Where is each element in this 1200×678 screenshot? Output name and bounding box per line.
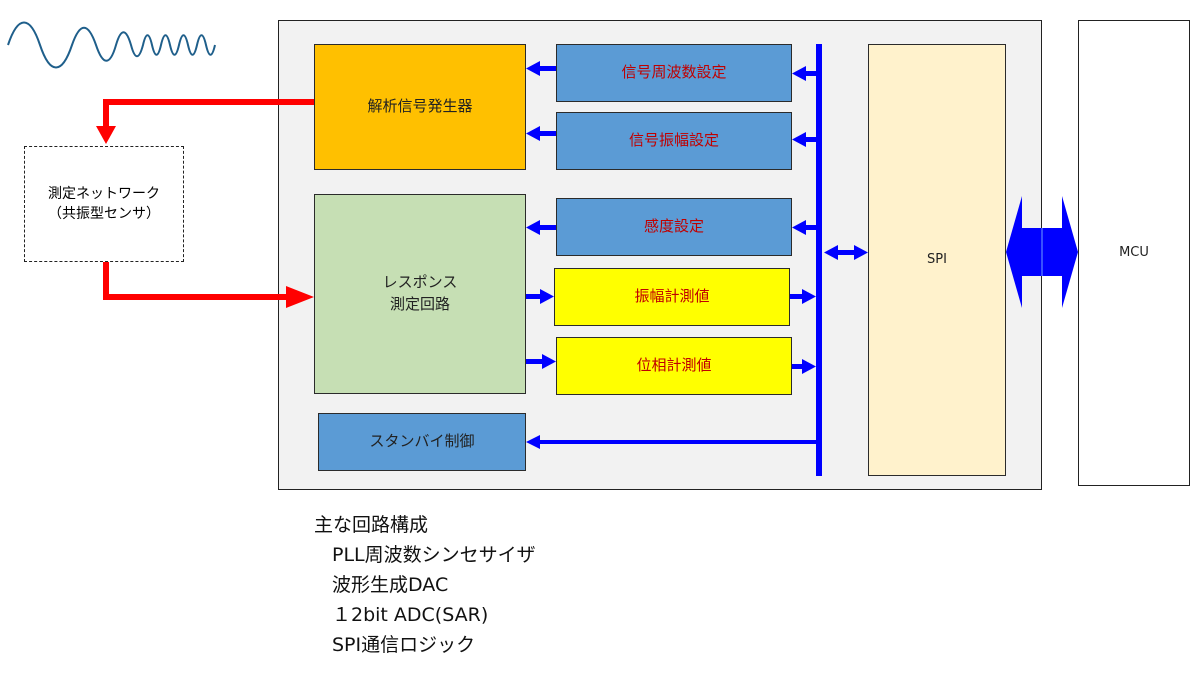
response-to-amp-measure-arrow <box>526 289 554 304</box>
sensitivity-setting-register: 感度設定 <box>556 198 792 256</box>
bus-to-amp-arrow <box>792 132 818 147</box>
sensor-label-line2: （共振型センサ） <box>48 206 160 222</box>
bus-to-sensitivity-arrow <box>792 220 818 235</box>
amp-to-generator-arrow <box>526 126 556 141</box>
freq-setting-register: 信号周波数設定 <box>556 44 792 102</box>
notes-item: 波形生成DAC <box>332 574 449 596</box>
response-circuit-label-line1: レスポンス <box>382 273 458 292</box>
mcu-block: MCU <box>1078 20 1190 486</box>
circuit-notes: 主な回路構成 PLL周波数シンセサイザ 波形生成DAC １2bit ADC(SA… <box>314 510 536 660</box>
sensor-output-arrowhead <box>286 286 314 308</box>
generator-output-arrow <box>103 99 314 128</box>
bus-to-standby-arrow <box>526 435 818 449</box>
mcu-label: MCU <box>1119 244 1149 260</box>
spi-block: SPI <box>868 44 1006 476</box>
phase-measure-label: 位相計測値 <box>636 356 712 375</box>
spi-label: SPI <box>927 251 947 267</box>
freq-setting-label: 信号周波数設定 <box>621 63 727 82</box>
notes-heading: 主な回路構成 <box>314 514 429 536</box>
amp-setting-label: 信号振幅設定 <box>628 131 719 150</box>
notes-item: １2bit ADC(SAR) <box>332 604 489 626</box>
notes-item: SPI通信ロジック <box>332 634 476 656</box>
standby-control-block: スタンバイ制御 <box>318 413 526 471</box>
signal-generator-label: 解析信号発生器 <box>367 97 473 116</box>
signal-generator-block: 解析信号発生器 <box>314 44 526 170</box>
bus-spi-bidirectional-arrow <box>824 245 868 260</box>
standby-control-label: スタンバイ制御 <box>369 432 475 451</box>
sensor-network-block: 測定ネットワーク （共振型センサ） <box>24 146 184 262</box>
phase-measure-register: 位相計測値 <box>556 337 792 395</box>
amp-measure-to-bus-arrow <box>790 289 816 304</box>
amp-measure-register: 振幅計測値 <box>554 268 790 326</box>
response-circuit-label-line2: 測定回路 <box>389 295 450 313</box>
freq-to-generator-arrow <box>526 61 556 76</box>
response-circuit-block: レスポンス 測定回路 <box>314 194 526 394</box>
sensor-output-arrow <box>103 262 290 300</box>
sensor-label-line1: 測定ネットワーク <box>48 185 160 202</box>
sensitivity-to-response-arrow <box>526 220 556 235</box>
amp-measure-label: 振幅計測値 <box>634 287 710 306</box>
input-waveform <box>7 21 216 69</box>
phase-measure-to-bus-arrow <box>792 359 816 374</box>
generator-output-arrowhead <box>96 126 116 144</box>
bus-to-freq-arrow <box>792 66 818 81</box>
amp-setting-register: 信号振幅設定 <box>556 112 792 170</box>
response-to-phase-measure-arrow <box>526 354 556 369</box>
internal-bus <box>816 44 822 476</box>
notes-item: PLL周波数シンセサイザ <box>332 544 536 566</box>
sensitivity-setting-label: 感度設定 <box>643 217 704 236</box>
